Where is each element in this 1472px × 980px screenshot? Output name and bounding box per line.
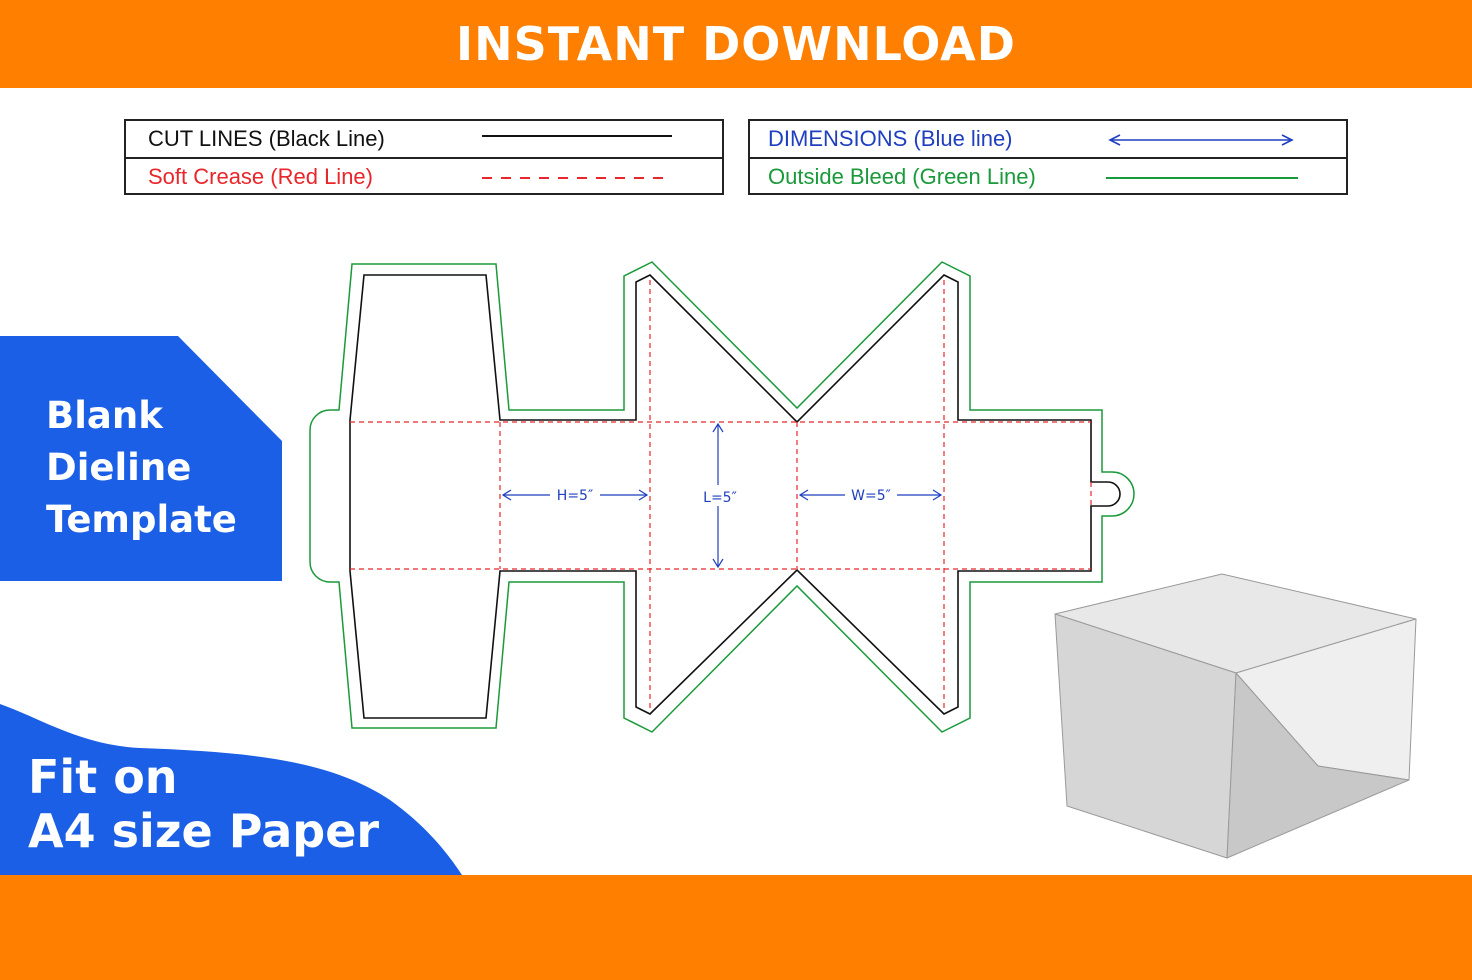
dim-h-arrow-right — [638, 489, 649, 501]
dim-h-arrow-left — [501, 489, 512, 501]
dim-w-arrow-left — [798, 489, 809, 501]
cut-line-sample — [482, 135, 672, 137]
legend-outside-bleed: Outside Bleed (Green Line) — [750, 157, 1346, 193]
crease-line-sample — [482, 177, 672, 179]
dim-length-label: L=5″ — [703, 490, 737, 506]
dim-l-arrow-top — [712, 422, 724, 433]
legend-cut-lines: CUT LINES (Black Line) — [126, 121, 722, 157]
paper-size-note: Fit on A4 size Paper — [28, 750, 468, 858]
dimension-line-sample — [1108, 134, 1294, 146]
dim-height-label: H=5″ — [557, 488, 593, 504]
badge-line-2: Dieline — [46, 446, 192, 489]
box-face-right-lower — [1226, 672, 1410, 859]
badge-text: Blank Dieline Template — [46, 390, 276, 546]
bottom-banner — [0, 875, 1472, 980]
legend-dimensions-label: DIMENSIONS (Blue line) — [768, 126, 1013, 151]
bleed-outline — [309, 261, 1135, 733]
top-banner: INSTANT DOWNLOAD — [0, 0, 1472, 88]
banner-title: INSTANT DOWNLOAD — [456, 17, 1016, 71]
box-preview — [1054, 573, 1417, 859]
badge-line-3: Template — [46, 498, 237, 541]
paper-line-1: Fit on — [28, 750, 178, 804]
legend-bleed-label: Outside Bleed (Green Line) — [768, 164, 1036, 189]
legend-soft-crease: Soft Crease (Red Line) — [126, 157, 722, 193]
paper-line-2: A4 size Paper — [28, 804, 380, 858]
legend-right: DIMENSIONS (Blue line) Outside Bleed (Gr… — [748, 119, 1348, 195]
cut-outline — [349, 274, 1121, 719]
legend-dimensions: DIMENSIONS (Blue line) — [750, 121, 1346, 157]
legend-left: CUT LINES (Black Line) Soft Crease (Red … — [124, 119, 724, 195]
badge-line-1: Blank — [46, 394, 163, 437]
dim-l-arrow-bottom — [712, 558, 724, 569]
dim-width-label: W=5″ — [851, 488, 891, 504]
legend-crease-label: Soft Crease (Red Line) — [148, 164, 373, 189]
bleed-line-sample — [1106, 177, 1298, 179]
legend-cut-label: CUT LINES (Black Line) — [148, 126, 385, 151]
dim-w-arrow-right — [932, 489, 943, 501]
